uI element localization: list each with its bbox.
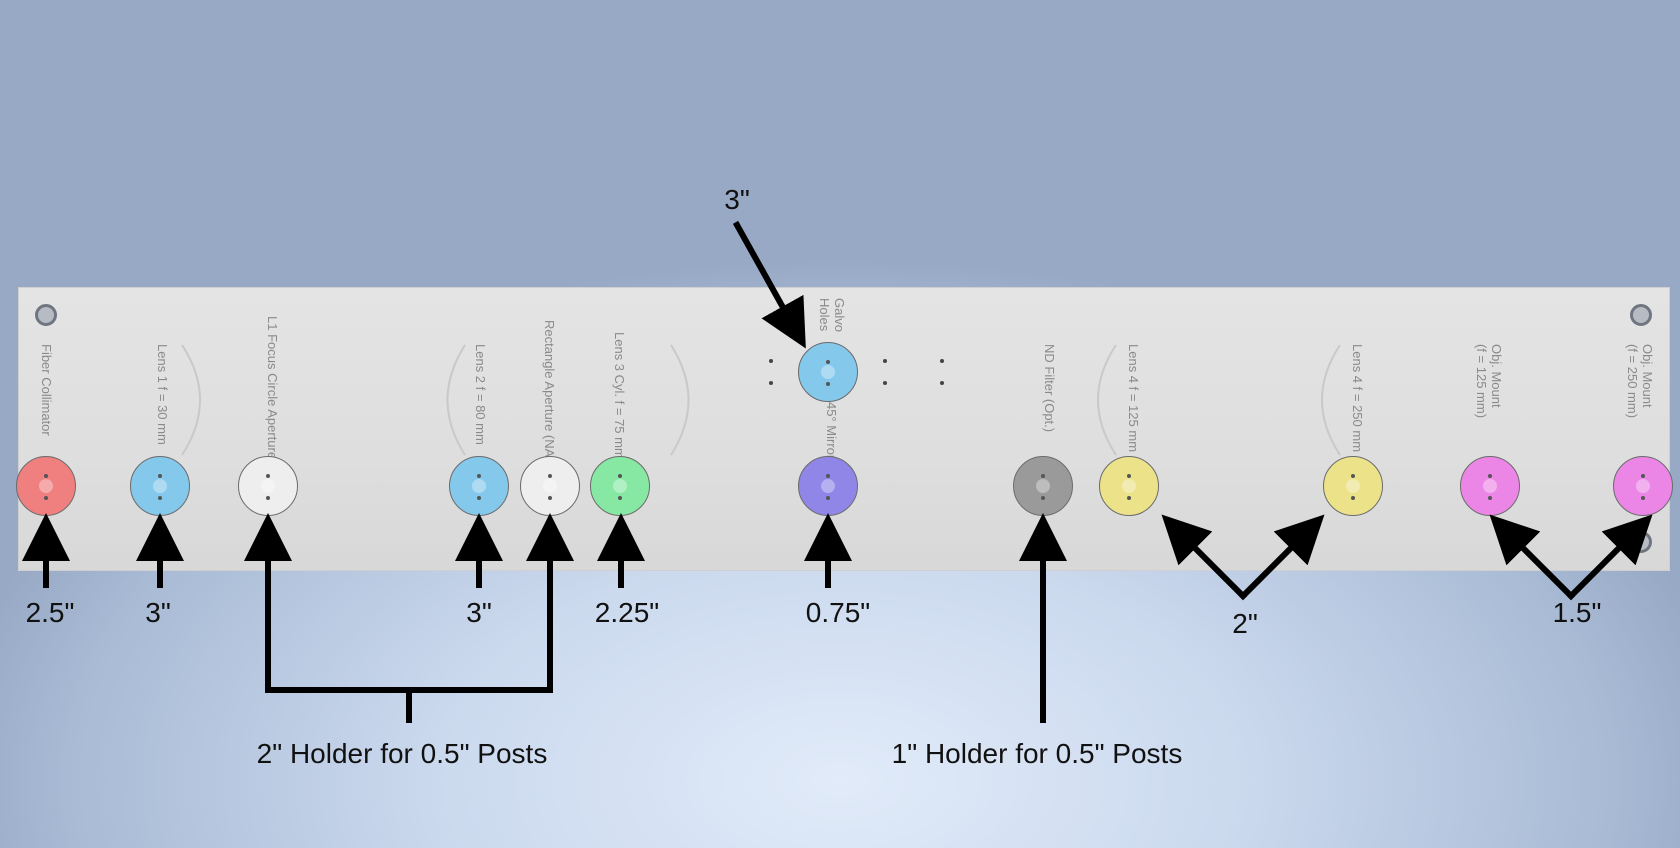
dimension-mirror: 0.75": [805, 597, 871, 628]
galvo-hole: [769, 359, 773, 363]
mount-galvo: [798, 342, 858, 402]
galvo-hole: [940, 359, 944, 363]
mount-lens4b: [1323, 456, 1383, 516]
galvo-hole: [769, 381, 773, 385]
galvo-hole: [883, 359, 887, 363]
mount-l1-focus-aperture: [238, 456, 298, 516]
corner-hole-top-left: [35, 304, 57, 326]
galvo-hole: [883, 381, 887, 385]
arrow-obj-250: [1566, 514, 1653, 601]
mount-lens1: [130, 456, 190, 516]
dimension-lens4-pair: 2": [1232, 608, 1258, 639]
galvo-hole: [940, 381, 944, 385]
dimension-galvo: 3": [724, 184, 750, 215]
arrow-lens4b: [1238, 514, 1325, 601]
lens4a-outline: [1097, 344, 1117, 456]
arrow-galvo: [732, 220, 806, 349]
arrow-obj-125: [1489, 514, 1576, 601]
dimension-lens1: 3": [145, 597, 171, 628]
mount-mirror: [798, 456, 858, 516]
dimension-fiber: 2.5": [25, 597, 75, 628]
dimension-obj-pair: 1.5": [1552, 597, 1602, 628]
dimension-lens3: 2.25": [594, 597, 660, 628]
callout-1in-holder: 1" Holder for 0.5" Posts: [891, 738, 1183, 769]
mount-lens4a: [1099, 456, 1159, 516]
lens4b-outline: [1321, 344, 1341, 456]
callout-2in-holder: 2" Holder for 0.5" Posts: [256, 738, 548, 769]
mount-fiber-collimator: [16, 456, 76, 516]
lens1-outline: [181, 344, 201, 456]
arrow-lens4a: [1161, 514, 1248, 601]
bracket-2in-holder: [265, 525, 553, 693]
lens3-outline: [670, 344, 690, 456]
corner-hole-top-right: [1630, 304, 1652, 326]
lens2-outline: [446, 344, 466, 456]
mount-lens3: [590, 456, 650, 516]
mount-lens2: [449, 456, 509, 516]
mount-nd-filter: [1013, 456, 1073, 516]
mount-rect-aperture: [520, 456, 580, 516]
dimension-lens2: 3": [466, 597, 492, 628]
mount-obj-250: [1613, 456, 1673, 516]
